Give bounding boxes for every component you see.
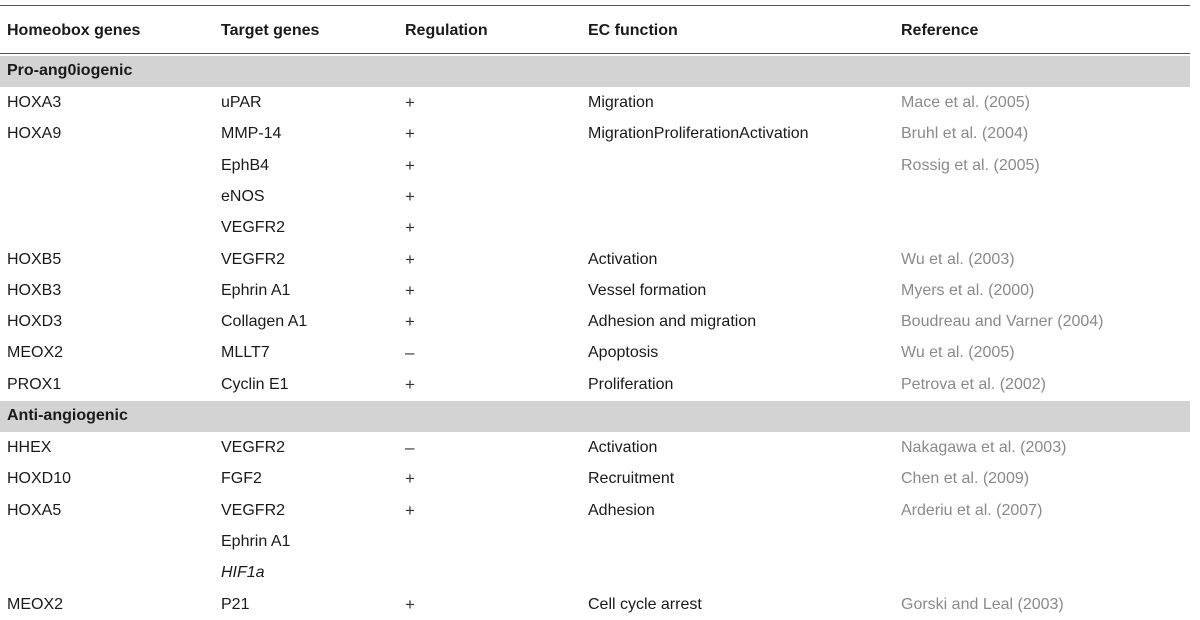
section-title: Anti-angiogenic [7, 407, 128, 424]
cell-regulation: + [405, 312, 415, 332]
cell-regulation: + [405, 186, 415, 206]
cell-homeobox-gene: HOXA9 [7, 125, 62, 143]
cell-reference: Petrova et al. (2002) [901, 375, 1046, 393]
cell-regulation: + [405, 500, 415, 520]
cell-target-gene: Cyclin E1 [221, 375, 289, 393]
section-header: Pro-ang0iogenic [0, 56, 1190, 87]
cell-homeobox-gene: HOXB3 [7, 281, 62, 299]
cell-regulation: + [405, 218, 415, 238]
cell-homeobox-gene: HOXA5 [7, 501, 62, 519]
section-title: Pro-ang0iogenic [7, 62, 133, 79]
cell-target-gene: Collagen A1 [221, 313, 308, 331]
cell-target-gene: P21 [221, 595, 250, 613]
table-row: HHEX VEGFR2 – Activation Nakagawa et al. (20… [0, 432, 1190, 463]
cell-regulation: + [405, 124, 415, 144]
table-row: HOXD10 FGF2 + Recruitment Chen et al. (2009) [0, 463, 1190, 494]
cell-target-gene: HIF1a [221, 564, 265, 582]
cell-target-gene: VEGFR2 [221, 439, 286, 456]
cell-ec-function: Proliferation [588, 375, 674, 393]
section-header: Anti-angiogenic [0, 401, 1190, 432]
cell-regulation: – [405, 438, 415, 457]
cell-ec-function: MigrationProliferationActivation [588, 125, 809, 143]
table-row: Ephrin A1 [0, 526, 1190, 557]
cell-reference: Myers et al. (2000) [901, 281, 1035, 299]
cell-homeobox-gene: HOXD3 [7, 313, 63, 331]
cell-target-gene: VEGFR2 [221, 250, 286, 268]
cell-reference: Bruhl et al. (2004) [901, 125, 1029, 143]
cell-ec-function: Cell cycle arrest [588, 595, 702, 613]
cell-target-gene: Ephrin A1 [221, 532, 291, 550]
table-row: HOXA9 MMP-14 + MigrationProliferationActiva… [0, 118, 1190, 149]
cell-target-gene: MMP-14 [221, 125, 282, 143]
table-row: eNOS + [0, 181, 1190, 212]
header-reference: Reference [901, 22, 979, 39]
top-rule [0, 5, 1190, 6]
header-ec-function: EC function [588, 22, 678, 39]
cell-reference: Chen et al. (2009) [901, 470, 1030, 488]
cell-ec-function: Activation [588, 250, 658, 268]
cell-homeobox-gene: PROX1 [7, 375, 62, 393]
cell-reference: Arderiu et al. (2007) [901, 501, 1043, 519]
cell-regulation: + [405, 469, 415, 489]
cell-target-gene: EphB4 [221, 156, 270, 174]
cell-ec-function: Recruitment [588, 470, 675, 488]
cell-homeobox-gene: HOXB5 [7, 250, 62, 268]
cell-regulation: + [405, 155, 415, 175]
cell-regulation: + [405, 280, 415, 300]
table-row: HOXD3 Collagen A1 + Adhesion and migration B… [0, 306, 1190, 337]
table-row: HOXA5 VEGFR2 + Adhesion Arderiu et al. (2007… [0, 495, 1190, 526]
cell-target-gene: eNOS [221, 187, 265, 205]
cell-reference: Gorski and Leal (2003) [901, 595, 1064, 613]
cell-reference: Wu et al. (2003) [901, 250, 1015, 268]
cell-ec-function: Vessel formation [588, 281, 707, 299]
header-homeobox-genes: Homeobox genes [7, 22, 141, 39]
cell-target-gene: FGF2 [221, 470, 262, 488]
header-target-genes: Target genes [221, 22, 320, 39]
cell-target-gene: Ephrin A1 [221, 281, 291, 299]
header-rule [0, 53, 1190, 54]
cell-homeobox-gene: HHEX [7, 439, 52, 456]
cell-target-gene: MLLT7 [221, 344, 270, 362]
cell-ec-function: Adhesion and migration [588, 313, 757, 331]
cell-homeobox-gene: HOXD10 [7, 470, 72, 488]
cell-reference: Rossig et al. (2005) [901, 156, 1040, 174]
cell-reference: Boudreau and Varner (2004) [901, 313, 1104, 331]
table-row: HOXA3 uPAR + Migration Mace et al. (2005) [0, 87, 1190, 118]
cell-ec-function: Apoptosis [588, 344, 659, 362]
cell-ec-function: Activation [588, 439, 658, 456]
cell-ec-function: Adhesion [588, 501, 655, 519]
cell-ec-function: Migration [588, 94, 654, 111]
cell-target-gene: VEGFR2 [221, 501, 286, 519]
header-regulation: Regulation [405, 22, 488, 39]
table-row: PROX1 Cyclin E1 + Proliferation Petrova et a… [0, 369, 1190, 400]
cell-reference: Nakagawa et al. (2003) [901, 439, 1067, 456]
cell-regulation: – [405, 343, 415, 363]
table-header: Homeobox genes Target genes Regulation E… [0, 21, 1190, 41]
table-row: VEGFR2 + [0, 212, 1190, 243]
table-row: HOXB5 VEGFR2 + Activation Wu et al. (2003) [0, 244, 1190, 275]
cell-regulation: + [405, 594, 415, 614]
cell-target-gene: uPAR [221, 94, 262, 111]
cell-homeobox-gene: MEOX2 [7, 344, 64, 362]
table-row: HIF1a [0, 557, 1190, 588]
cell-regulation: + [405, 93, 415, 112]
cell-reference: Mace et al. (2005) [901, 94, 1030, 111]
cell-homeobox-gene: MEOX2 [7, 595, 64, 613]
table-row: MEOX2 MLLT7 – Apoptosis Wu et al. (2005) [0, 337, 1190, 368]
cell-reference: Wu et al. (2005) [901, 344, 1015, 362]
table-row: MEOX2 P21 + Cell cycle arrest Gorski and Lea… [0, 589, 1190, 620]
table-row: HOXB3 Ephrin A1 + Vessel formation Myers et … [0, 275, 1190, 306]
cell-target-gene: VEGFR2 [221, 219, 286, 237]
table-row: EphB4 + Rossig et al. (2005) [0, 150, 1190, 181]
cell-regulation: + [405, 249, 415, 269]
cell-homeobox-gene: HOXA3 [7, 94, 62, 111]
cell-regulation: + [405, 374, 415, 394]
